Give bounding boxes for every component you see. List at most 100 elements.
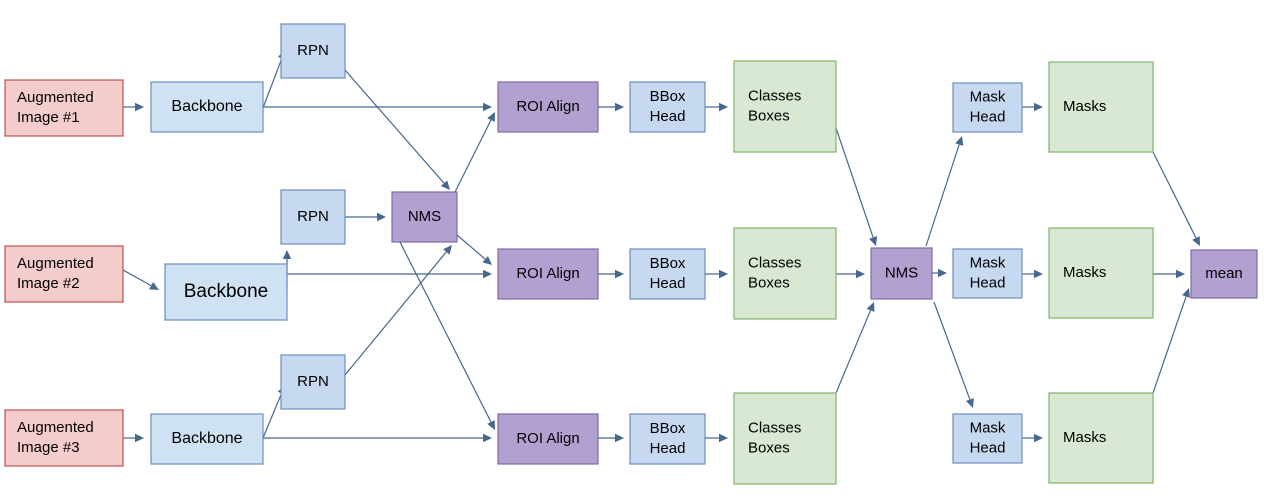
node-roi2[interactable]: ROI Align	[497, 248, 599, 300]
node-box	[1048, 392, 1154, 484]
arrowhead-icon	[482, 255, 492, 265]
node-box	[150, 81, 264, 133]
edge-bb1-to-roi1	[263, 102, 492, 112]
edge-line	[262, 58, 283, 109]
node-box	[4, 79, 124, 137]
node-box	[497, 413, 599, 465]
arrowhead-icon	[1034, 433, 1043, 443]
arrowhead-icon	[938, 268, 947, 278]
edge-line	[1152, 296, 1187, 394]
node-label: Masks	[1063, 264, 1106, 281]
node-box	[733, 227, 837, 320]
node-rpn1[interactable]: RPN	[280, 23, 346, 79]
edge-masks2-to-mean	[1153, 269, 1185, 279]
edge-line	[344, 251, 447, 376]
arrowhead-icon	[1034, 102, 1043, 112]
node-label: ROI Align	[516, 430, 579, 447]
node-masks2[interactable]: Masks	[1048, 227, 1154, 319]
node-rpn2[interactable]: RPN	[280, 189, 346, 245]
edge-nms1-to-roi3	[399, 241, 495, 430]
node-masks1[interactable]: Masks	[1048, 61, 1154, 153]
edge-line	[262, 393, 283, 439]
edge-masks3-to-mean	[1152, 288, 1191, 394]
node-box	[733, 392, 837, 485]
arrowhead-icon	[719, 102, 728, 112]
node-box	[280, 23, 346, 79]
node-nms1[interactable]: NMS	[391, 191, 458, 243]
node-box	[629, 248, 706, 300]
edge-line	[835, 127, 874, 238]
node-box	[280, 189, 346, 245]
edge-rpn1-to-nms1	[344, 69, 450, 190]
edge-masks1-to-mean	[1152, 151, 1200, 246]
node-box	[4, 245, 124, 303]
node-mean[interactable]: mean	[1190, 249, 1258, 299]
arrowhead-icon	[149, 281, 159, 290]
arrowhead-icon	[135, 433, 144, 443]
node-rpn3[interactable]: RPN	[280, 354, 346, 410]
edge-bb3-to-roi3	[263, 433, 492, 443]
arrowhead-icon	[615, 269, 624, 279]
edge-cb2-to-nms2	[836, 269, 865, 279]
node-box	[629, 413, 706, 465]
edge-cb3-to-nms2	[835, 302, 875, 394]
node-label: Backbone	[171, 430, 242, 447]
edge-line	[344, 69, 445, 184]
edge-line	[122, 269, 152, 287]
edge-mh3-to-masks3	[1022, 433, 1043, 443]
node-bb2[interactable]: Backbone	[164, 263, 288, 321]
node-box	[1048, 61, 1154, 153]
edge-line	[399, 241, 492, 423]
edge-roi2-to-bbox2	[598, 269, 624, 279]
node-roi3[interactable]: ROI Align	[497, 413, 599, 465]
node-nms2[interactable]: NMS	[870, 247, 933, 300]
arrowhead-icon	[719, 433, 728, 443]
node-box	[1190, 249, 1258, 299]
edge-nms2-to-mh2	[932, 268, 947, 278]
node-bb1[interactable]: Backbone	[150, 81, 264, 133]
arrowhead-icon	[869, 236, 878, 246]
node-box	[1048, 227, 1154, 319]
edge-aug2-to-bb2	[122, 269, 159, 290]
arrowhead-icon	[856, 269, 865, 279]
arrowhead-icon	[719, 269, 728, 279]
arrowhead-icon	[955, 136, 964, 146]
edge-mh2-to-masks2	[1022, 269, 1043, 279]
arrowhead-icon	[487, 420, 495, 430]
arrowhead-icon	[1192, 236, 1200, 246]
node-box	[733, 60, 837, 153]
arrowhead-icon	[965, 398, 974, 408]
node-masks3[interactable]: Masks	[1048, 392, 1154, 484]
edge-line	[454, 119, 492, 193]
node-bb3[interactable]: Backbone	[150, 413, 264, 465]
node-roi1[interactable]: ROI Align	[497, 81, 599, 133]
edge-aug3-to-bb3	[123, 433, 144, 443]
node-label: RPN	[297, 42, 329, 59]
arrowhead-icon	[483, 102, 492, 112]
arrowhead-icon	[483, 433, 492, 443]
node-label: NMS	[408, 208, 441, 225]
arrowhead-icon	[135, 102, 144, 112]
node-label: NMS	[885, 264, 918, 281]
